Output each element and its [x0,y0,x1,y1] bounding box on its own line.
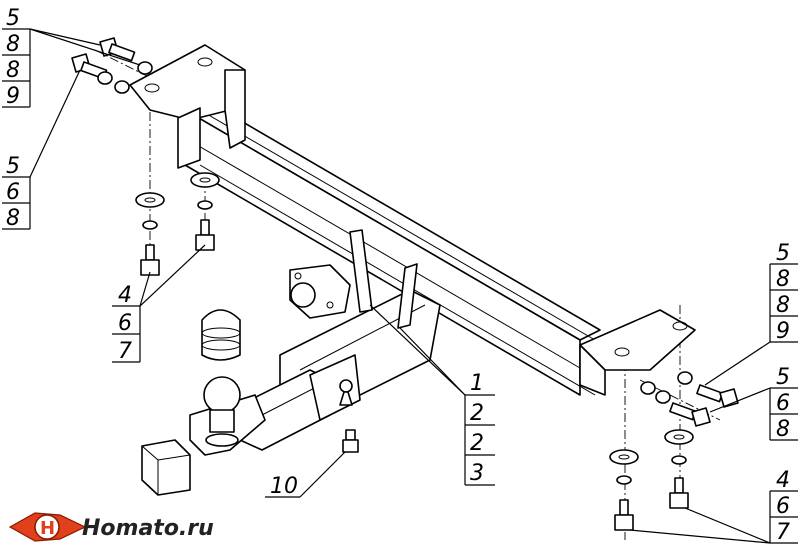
callout-number: 6 [776,391,790,416]
bolt-10 [342,429,359,453]
callout-number: 5 [6,154,20,179]
callout-number: 5 [776,365,790,390]
right-fasteners [609,371,739,531]
callout-number: 8 [6,58,20,83]
svg-text:H: H [40,518,55,539]
callout-top-left-b: 5 6 8 [2,69,81,231]
lock-pin [339,379,353,406]
logo-text: Homato.ru [82,516,214,541]
callout-bottom: 10 [265,451,346,499]
callout-number: 5 [6,6,20,31]
callout-number: 4 [118,283,132,308]
receiver-plug [141,439,191,496]
callout-number: 7 [776,520,790,545]
callout-center-right: 1 2 2 3 [369,304,495,486]
safety-chain-loops [349,229,418,329]
callout-number: 8 [776,293,790,318]
callout-number: 5 [776,241,790,266]
callout-number: 6 [118,311,132,336]
callout-number: 1 [470,371,484,396]
callout-number: 4 [776,468,790,493]
callout-number: 9 [776,319,790,344]
callout-number: 8 [776,417,790,442]
callout-number: 2 [470,401,484,426]
callout-right-a: 5 8 8 9 [704,241,798,386]
callout-right-c: 4 6 7 [629,468,798,545]
callout-number: 7 [118,339,132,364]
socket-plate [289,264,351,319]
tow-ball [189,376,266,456]
callout-number: 8 [6,32,20,57]
callout-number: 6 [6,180,20,205]
callout-mid-left: 4 6 7 [112,244,206,364]
callout-top-left-a: 5 8 8 9 [2,6,141,109]
site-logo: H Homato.ru [8,512,214,542]
left-upper-fasteners [71,37,153,94]
callout-number: 6 [776,494,790,519]
callout-number: 10 [270,474,298,499]
callout-number: 8 [776,267,790,292]
callout-right-b: 5 6 8 [709,365,798,442]
left-lower-fasteners [135,172,220,276]
left-mounting-bracket [129,44,246,169]
callout-number: 9 [6,84,20,109]
callout-number: 3 [470,461,484,486]
car-emblem-icon: H [8,512,87,542]
right-mounting-bracket [579,309,696,396]
callout-number: 8 [6,206,20,231]
callout-number: 2 [470,431,484,456]
ball-cover-cap [201,309,241,361]
